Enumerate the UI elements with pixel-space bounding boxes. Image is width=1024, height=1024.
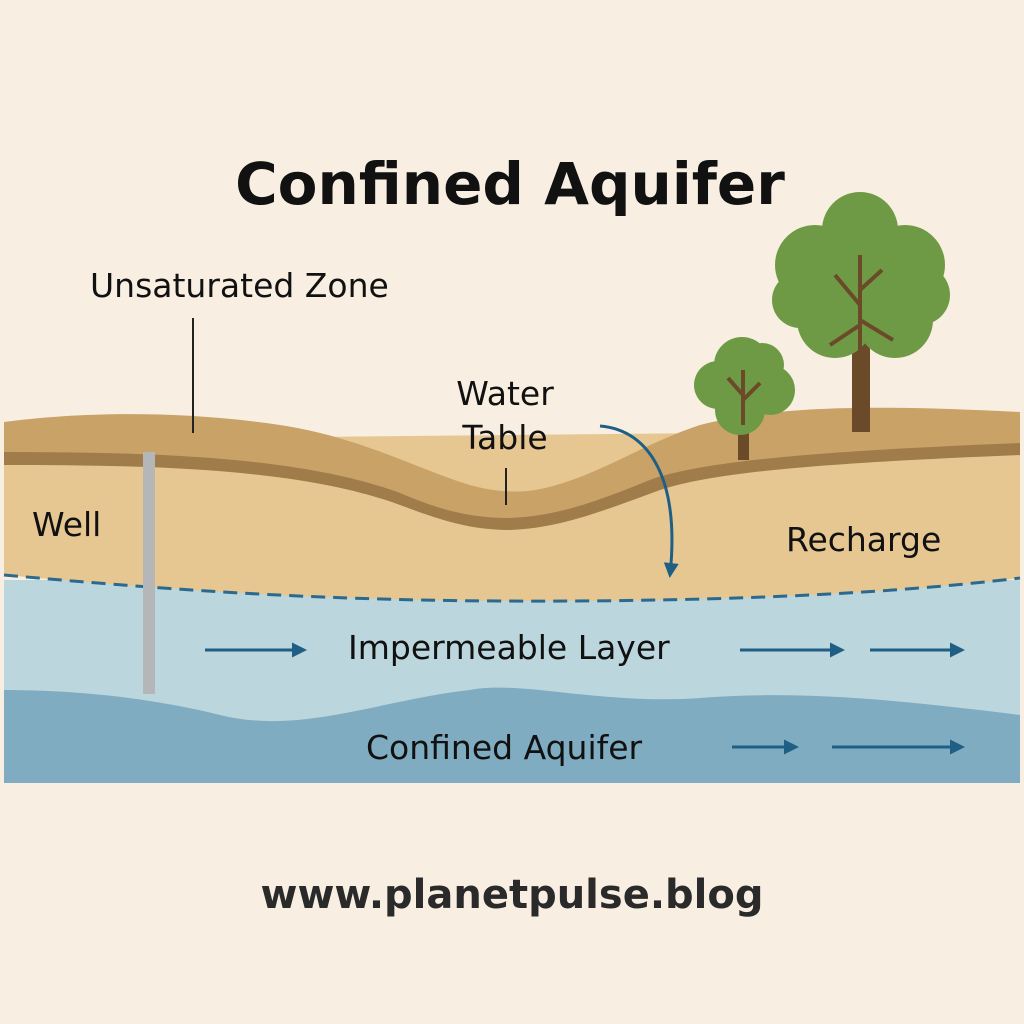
well-pipe [143, 452, 155, 694]
recharge-arrow [599, 424, 679, 578]
large-tree-icon [772, 192, 950, 432]
page-title: Confined Aquifer [235, 150, 785, 218]
topsoil-layer [4, 407, 1020, 518]
footer-url: www.planetpulse.blog [260, 872, 764, 918]
small-tree-icon [694, 337, 795, 460]
water-table-label: Water Table [456, 374, 554, 457]
impermeable-layer [4, 580, 1020, 722]
impermeable-layer-label: Impermeable Layer [348, 628, 670, 667]
recharge-label: Recharge [786, 520, 942, 559]
unsaturated-zone-label: Unsaturated Zone [90, 266, 389, 305]
flow-arrows [205, 642, 965, 755]
well-label: Well [32, 505, 102, 544]
confined-aquifer-label: Confined Aquifer [366, 728, 643, 767]
